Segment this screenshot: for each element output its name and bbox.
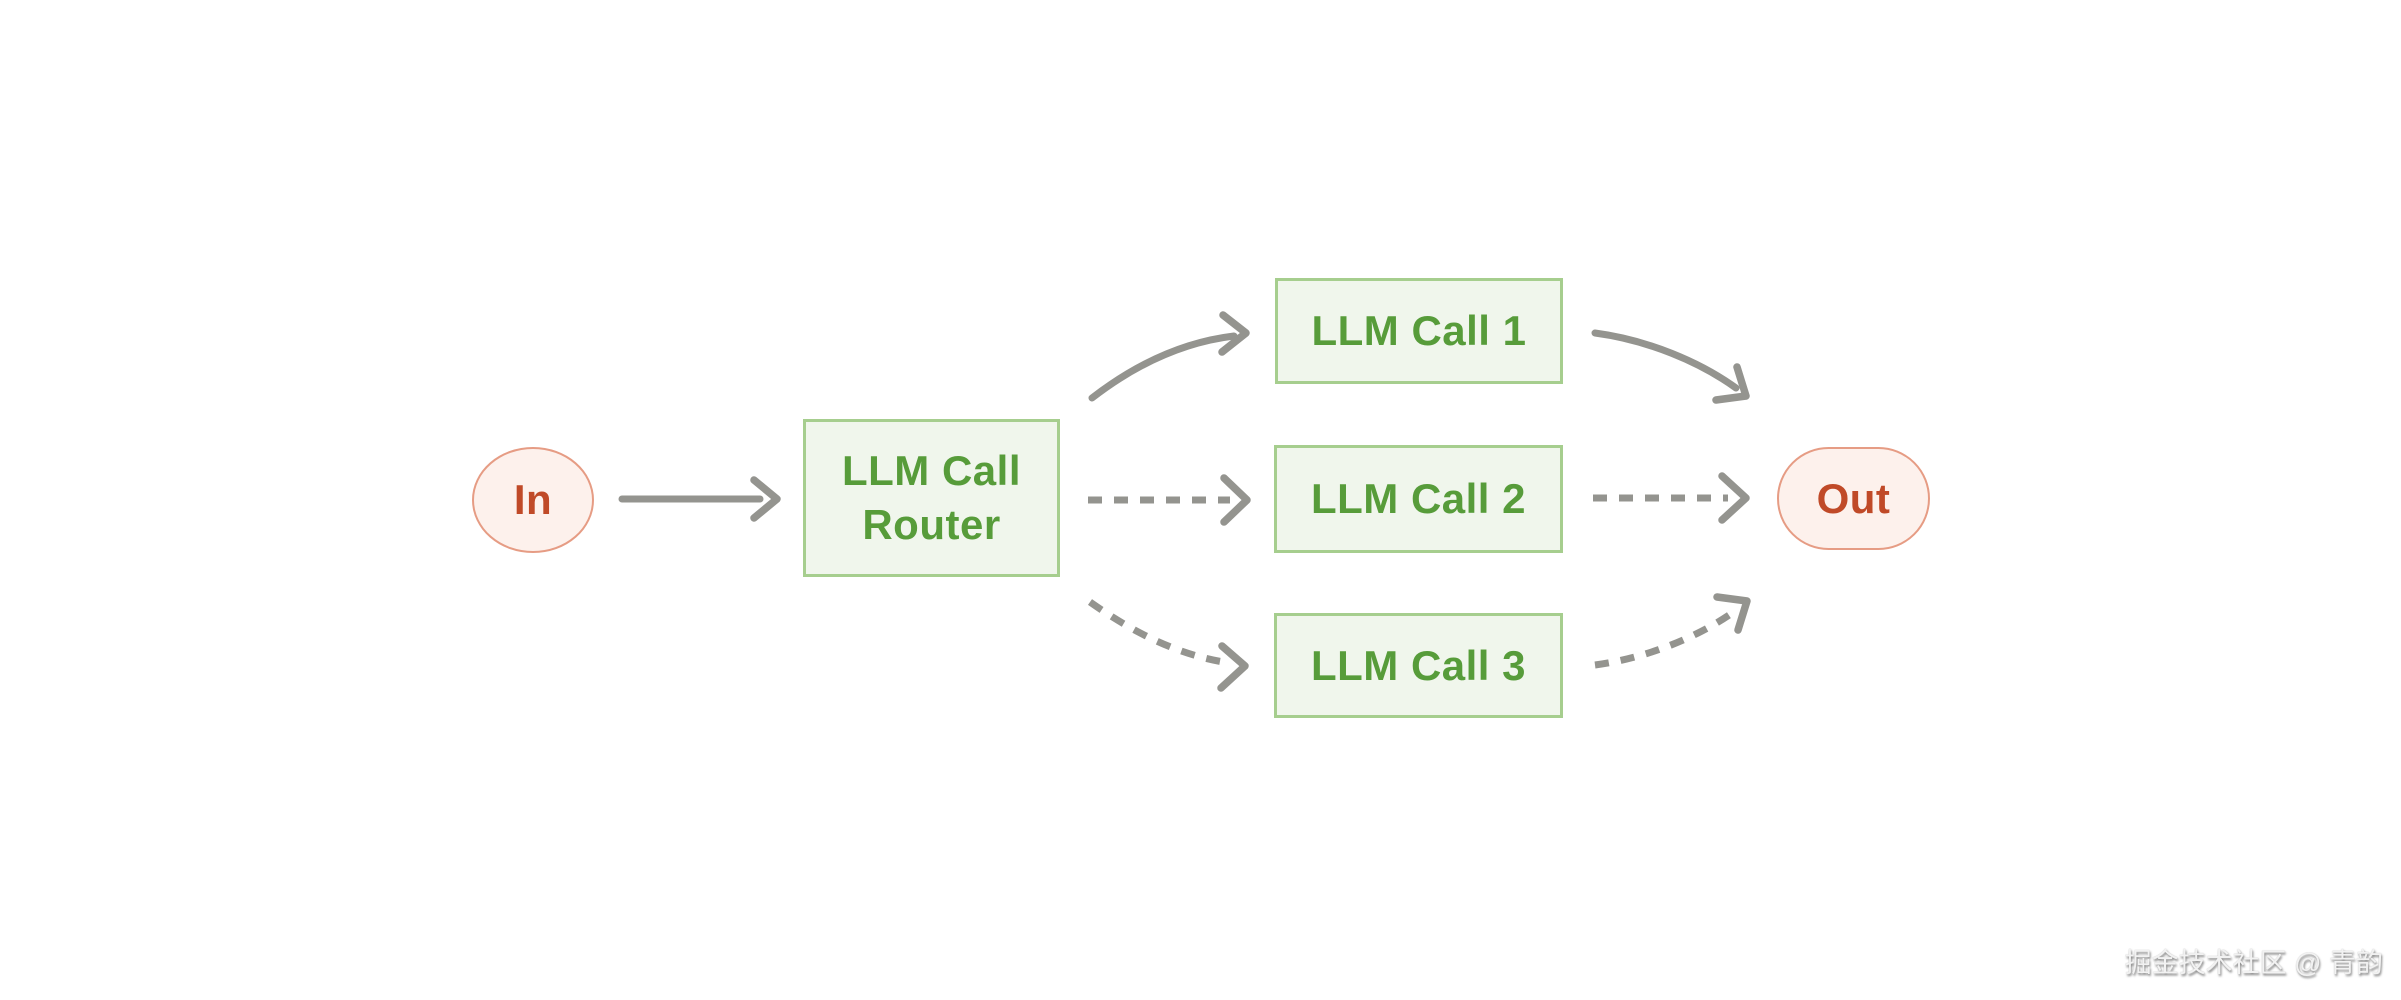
- edge-call3-out: [1594, 593, 1751, 669]
- edge-router-call1: [1088, 311, 1250, 402]
- node-call3-label: LLM Call 3: [1310, 641, 1527, 689]
- node-router-label: LLM Call Router: [842, 447, 1021, 548]
- node-llm-call-3[interactable]: LLM Call 3: [1274, 613, 1563, 718]
- edge-call1-out: [1591, 329, 1750, 404]
- node-in[interactable]: In: [472, 447, 594, 553]
- node-call2-label: LLM Call 2: [1310, 475, 1527, 522]
- node-llm-call-1[interactable]: LLM Call 1: [1275, 278, 1563, 384]
- node-out[interactable]: Out: [1777, 447, 1930, 550]
- node-in-label: In: [513, 476, 553, 523]
- node-llm-call-2[interactable]: LLM Call 2: [1274, 445, 1563, 553]
- node-call1-label: LLM Call 1: [1311, 307, 1527, 354]
- edge-router-call2: [1088, 474, 1251, 526]
- edge-in-router: [618, 476, 781, 522]
- node-llm-call-router[interactable]: LLM Call Router: [803, 419, 1060, 577]
- watermark: 掘金技术社区 @ 青韵: [2124, 948, 2383, 978]
- edge-router-call3: [1087, 599, 1249, 692]
- edge-call2-out: [1593, 472, 1750, 524]
- node-out-label: Out: [1816, 474, 1891, 522]
